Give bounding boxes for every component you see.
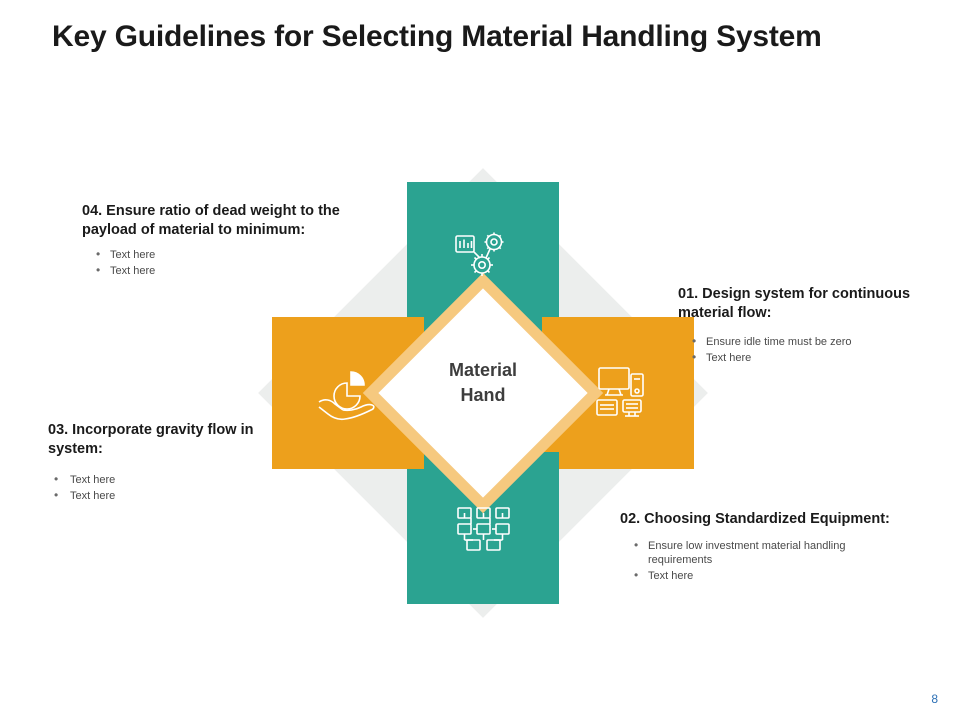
block-01-bullets: Ensure idle time must be zero Text here [678,334,940,365]
conveyor-boxes-icon [448,494,518,564]
list-item: Text here [82,247,382,262]
list-item: Text here [620,568,890,583]
block-03-bullets: Text here Text here [48,472,278,503]
page-number: 8 [931,692,938,706]
block-02-heading: 02. Choosing Standardized Equipment: [620,511,890,527]
list-item: Text here [678,350,940,365]
page-title: Key Guidelines for Selecting Material Ha… [52,20,822,53]
block-04: 04. Ensure ratio of dead weight to the p… [82,202,382,280]
gears-network-icon [448,222,518,292]
center-label: Material Hand [409,358,557,408]
hand-pie-chart-icon [311,358,381,428]
diamond-diagram: Material Hand [258,168,708,618]
title-accent-bar [38,16,42,60]
list-item: Ensure low investment material handling … [620,538,890,567]
quadrants [258,168,708,618]
block-01-heading: 01. Design system for continuous materia… [678,286,911,321]
list-item: Text here [48,488,278,503]
block-02: 02. Choosing Standardized Equipment: Ens… [620,510,890,585]
block-04-heading: 04. Ensure ratio of dead weight to the p… [82,203,340,238]
block-03: 03. Incorporate gravity flow in system: … [48,421,278,505]
center-label-line1: Material [448,360,518,380]
block-04-bullets: Text here Text here [82,247,382,278]
list-item: Text here [48,472,278,487]
block-01: 01. Design system for continuous materia… [678,285,940,367]
list-item: Ensure idle time must be zero [678,334,940,349]
block-03-heading: 03. Incorporate gravity flow in system: [48,422,254,457]
computer-workstation-icon [585,358,655,428]
center-label-line2: Hand [460,385,506,405]
list-item: Text here [82,263,382,278]
block-02-bullets: Ensure low investment material handling … [620,538,890,583]
